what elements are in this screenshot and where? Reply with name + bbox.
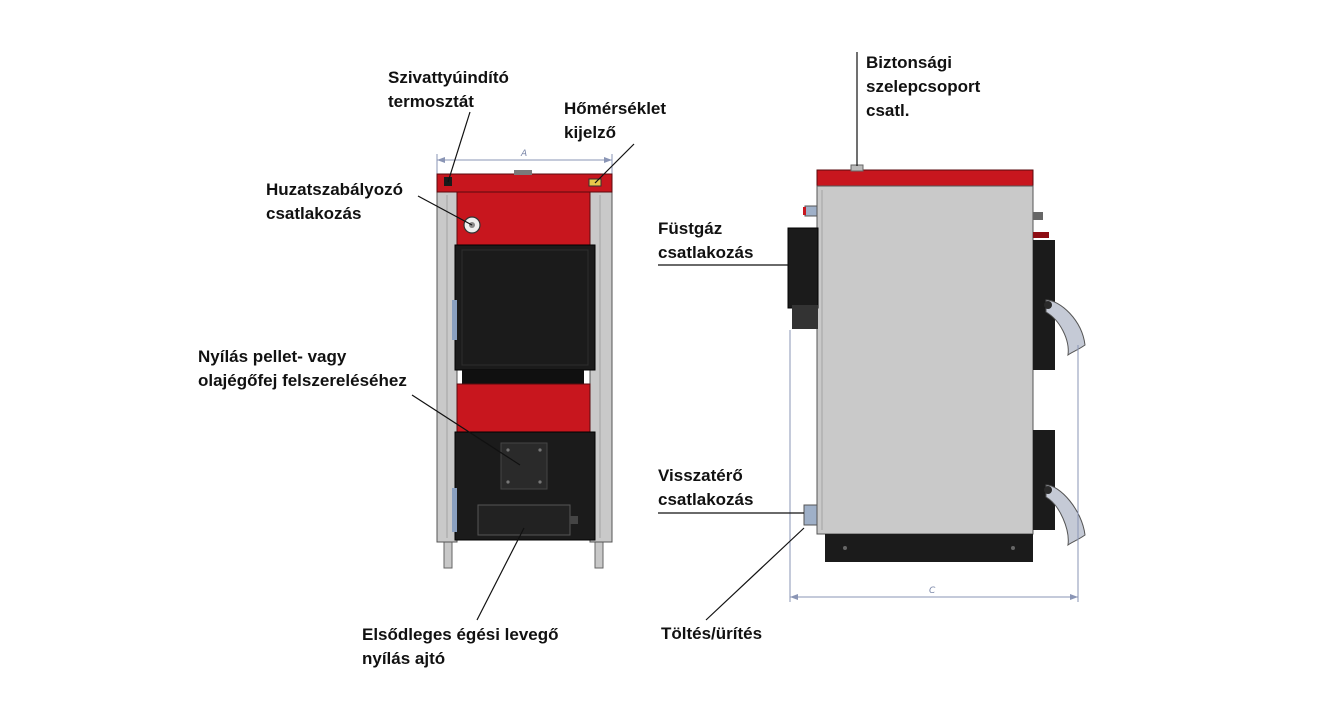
label-return-connection: Visszatérő csatlakozás (658, 466, 754, 509)
side-base (825, 534, 1033, 562)
side-top-band (816, 169, 1034, 187)
leader-fill-drain (705, 527, 805, 621)
flue-collar (787, 227, 819, 309)
front-red-upper (456, 191, 591, 248)
front-view: A (436, 149, 613, 569)
front-leg-left (443, 539, 453, 569)
leader-burner (411, 394, 521, 466)
flue-pipe-stub (792, 305, 818, 329)
dimension-c-label: C (929, 586, 936, 596)
dimension-c (789, 330, 1079, 602)
lower-door-hinge (452, 488, 457, 532)
label-pump-thermostat: Szivattyúindító termosztát (388, 68, 509, 111)
top-fitting (514, 170, 532, 175)
front-red-lower (456, 383, 591, 435)
air-door (477, 504, 571, 536)
side-lower-door-edge (1033, 430, 1055, 530)
label-flue-connection: Füstgáz csatlakozás (658, 219, 754, 262)
label-burner-opening: Nyílás pellet- vagy olajégőfej felszerel… (198, 347, 407, 390)
leader-air-door (476, 527, 525, 621)
lower-handle (1045, 484, 1086, 547)
return-connection (803, 504, 818, 526)
label-fill-drain: Töltés/ürítés (661, 624, 763, 643)
upper-handle (1045, 299, 1086, 357)
label-safety-valve-group: Biztonsági szelepcsoport csatl. (866, 53, 981, 120)
label-temperature-display: Hőmérséklet kijelző (564, 99, 667, 142)
front-top-band (436, 173, 613, 193)
front-leg-right (594, 539, 604, 569)
leader-thermostat (447, 111, 471, 183)
dimension-a (436, 154, 613, 176)
flow-connection (804, 205, 818, 217)
leader-display (594, 143, 635, 184)
leader-draft (417, 195, 473, 226)
side-body (816, 185, 1034, 535)
leader-lines (411, 52, 858, 621)
dimension-a-label: A (520, 149, 527, 159)
label-primary-air-door: Elsődleges égési levegő nyílás ajtó (362, 625, 559, 668)
label-draft-regulator: Huzatszabályozó csatlakozás (266, 180, 403, 223)
door-gap (462, 370, 584, 384)
upper-door-hinge (452, 300, 457, 340)
side-view: C (787, 164, 1086, 602)
upper-door (454, 244, 596, 371)
